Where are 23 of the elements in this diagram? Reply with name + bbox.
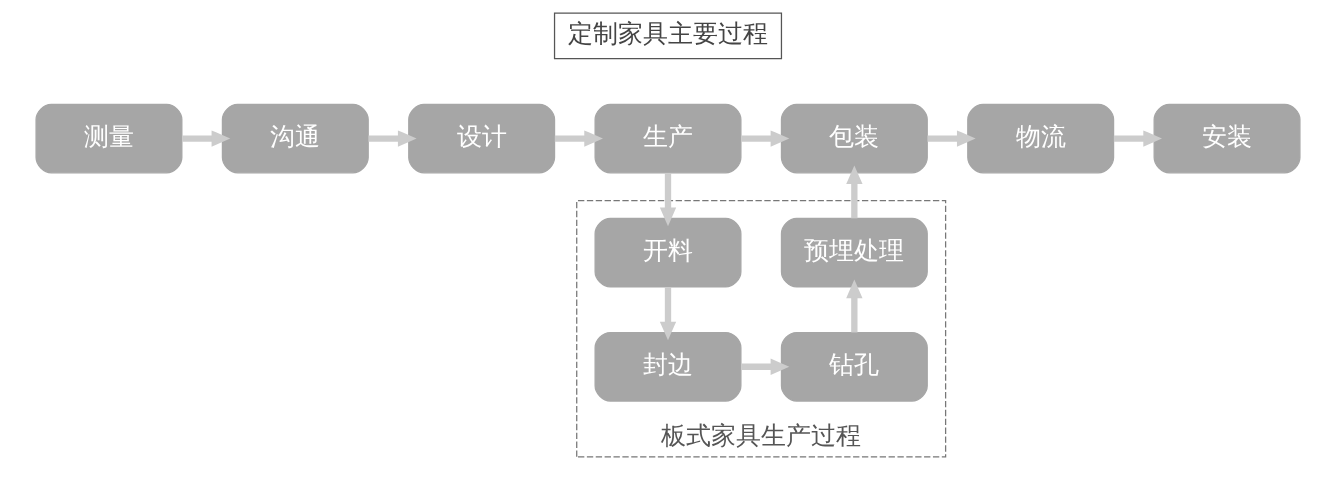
arrow bbox=[846, 165, 863, 219]
node-box: 沟通 bbox=[221, 103, 369, 174]
node-box: 安装 bbox=[1153, 103, 1301, 174]
node-box: 封边 bbox=[594, 331, 742, 402]
arrow bbox=[1113, 130, 1162, 147]
arrow bbox=[182, 130, 231, 147]
node-box: 测量 bbox=[35, 103, 183, 174]
node-box: 预埋处理 bbox=[780, 217, 928, 288]
arrow bbox=[368, 130, 417, 147]
arrow bbox=[659, 287, 677, 341]
arrow bbox=[846, 279, 863, 333]
node-box: 设计 bbox=[408, 103, 556, 174]
arrow bbox=[927, 130, 976, 147]
arrow bbox=[659, 173, 677, 227]
node-box: 钻孔 bbox=[780, 331, 928, 402]
node-box: 开料 bbox=[594, 217, 742, 288]
node-box: 物流 bbox=[967, 103, 1115, 174]
arrow bbox=[741, 358, 790, 375]
node-box: 包装 bbox=[780, 103, 928, 174]
arrow bbox=[554, 130, 603, 147]
node-box: 生产 bbox=[594, 103, 742, 174]
arrow bbox=[741, 130, 790, 147]
node-box: 定制家具主要过程 bbox=[553, 12, 783, 60]
